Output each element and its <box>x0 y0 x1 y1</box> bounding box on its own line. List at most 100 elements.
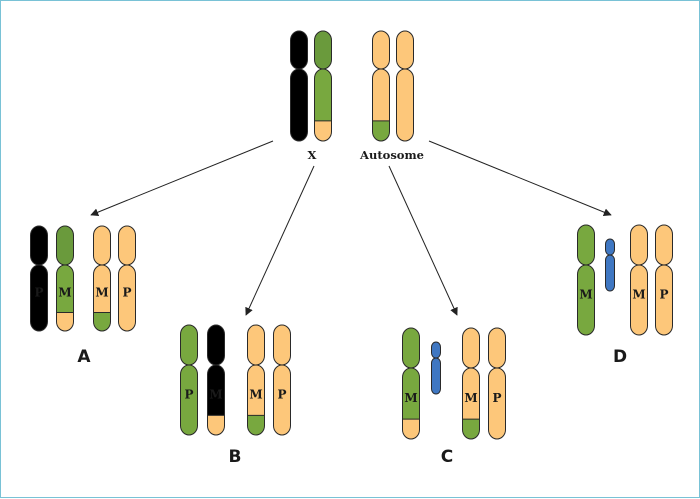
chromosome-short-arm <box>273 324 291 366</box>
chromosome-long-arm <box>180 364 198 436</box>
chromosome-long-arm <box>207 364 225 436</box>
chromosome-long-arm <box>630 264 648 336</box>
chromosome: M <box>207 324 225 436</box>
chromosome-short-arm <box>30 225 48 266</box>
chromosome-long-arm-fill <box>462 368 480 439</box>
chromosome <box>605 238 615 292</box>
paternal-label: P <box>184 388 193 402</box>
chromosome-long-arm-fill <box>314 69 332 141</box>
chromosome: P <box>273 324 291 436</box>
chromosome-long-arm <box>30 264 48 332</box>
chromosome-long-arm <box>118 264 136 332</box>
paternal-label: P <box>277 388 286 402</box>
maternal-label: M <box>209 388 222 402</box>
chromosome-long-arm-fill <box>396 69 414 141</box>
chromosome-long-arm <box>605 254 615 292</box>
chromosome-short-arm <box>56 225 74 266</box>
chromosome <box>396 30 414 142</box>
chromosome-long-arm-fill <box>290 69 308 141</box>
x-chromosome-label: X <box>308 148 317 162</box>
chromosome-long-arm <box>56 264 74 332</box>
chromosome-short-arm <box>577 224 595 266</box>
arrows <box>90 140 612 316</box>
chromosome-long-arm <box>431 357 441 395</box>
chromosome-long-arm-fill <box>273 365 291 435</box>
chromosome <box>372 30 390 142</box>
chromosome-long-arm <box>488 367 506 440</box>
paternal-label: P <box>659 288 668 302</box>
chromosome-long-arm-fill <box>372 69 390 141</box>
chromosome-long-arm-fill <box>605 255 615 291</box>
panel-label-b: B <box>229 447 242 467</box>
maternal-label: M <box>95 286 108 300</box>
chromosome: P <box>30 225 48 332</box>
chromosome-short-arm <box>431 341 441 359</box>
paternal-label: P <box>122 286 131 300</box>
chromosome-long-arm-fill <box>56 265 74 331</box>
chromosome-long-arm <box>273 364 291 436</box>
chromosome <box>290 30 308 142</box>
chromosome-long-arm-fill <box>630 265 648 335</box>
chromosome: P <box>655 224 673 336</box>
chromosome: M <box>402 327 420 440</box>
chromosome-short-arm <box>372 30 390 70</box>
arrow-to-c <box>388 165 458 316</box>
chromosome-long-arm <box>290 68 308 142</box>
chromosome: M <box>630 224 648 336</box>
chromosome-long-arm-fill <box>30 265 48 331</box>
panel-label-c: C <box>441 447 453 467</box>
chromosome-short-arm <box>488 327 506 369</box>
paternal-label: P <box>34 286 43 300</box>
chromosome-short-arm <box>180 324 198 366</box>
chromosome: M <box>56 225 74 332</box>
chromosome-long-arm <box>402 367 420 440</box>
chromosome-long-arm <box>655 264 673 336</box>
chromosome-long-arm-fill <box>180 365 198 435</box>
chromosome-long-arm <box>396 68 414 142</box>
autosome-label: Autosome <box>359 148 424 162</box>
chromosome-short-arm <box>207 324 225 366</box>
arrow-to-a <box>90 140 274 216</box>
paternal-label: P <box>492 391 501 405</box>
chromosome: P <box>118 225 136 332</box>
chromosome-long-arm-fill <box>431 358 441 394</box>
chromosome-short-arm <box>402 327 420 369</box>
maternal-label: M <box>404 391 417 405</box>
chromosome-long-arm <box>577 264 595 336</box>
chromosome-short-arm <box>655 224 673 266</box>
chromosome-long-arm-fill <box>118 265 136 331</box>
maternal-label: M <box>249 388 262 402</box>
chromosome <box>431 341 441 395</box>
chromosome-long-arm-fill <box>402 368 420 439</box>
maternal-label: M <box>58 286 71 300</box>
chromosome-short-arm <box>290 30 308 70</box>
chromosome-long-arm <box>372 68 390 142</box>
chromosome-long-arm-fill <box>207 365 225 435</box>
maternal-label: M <box>579 288 592 302</box>
chromosome-short-arm <box>462 327 480 369</box>
chromosome-long-arm-fill <box>577 265 595 335</box>
chromosome-short-arm <box>314 30 332 70</box>
chromosome-long-arm-fill <box>488 368 506 439</box>
chromosome-short-arm <box>605 238 615 256</box>
chromosome: M <box>577 224 595 336</box>
maternal-label: M <box>464 391 477 405</box>
parental-chromosome-set <box>290 30 414 142</box>
chromosome: M <box>93 225 111 332</box>
arrow-to-b <box>245 165 315 316</box>
chromosome-short-arm <box>630 224 648 266</box>
chromosome <box>314 30 332 142</box>
panel-label-a: A <box>77 347 91 367</box>
maternal-label: M <box>632 288 645 302</box>
chromosome-long-arm <box>93 264 111 332</box>
chromosome: P <box>488 327 506 440</box>
chromosome-long-arm <box>247 364 265 436</box>
chromosome-long-arm-fill <box>655 265 673 335</box>
chromosome-long-arm <box>462 367 480 440</box>
chromosome-short-arm <box>247 324 265 366</box>
